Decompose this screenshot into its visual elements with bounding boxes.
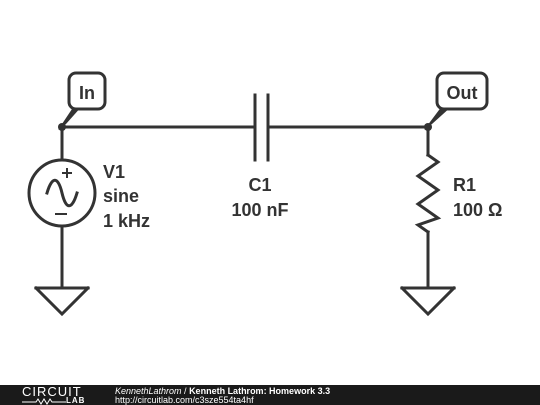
ground-left-icon: [33, 285, 91, 317]
footer-url[interactable]: http://circuitlab.com/c3sze554ta4hf: [115, 395, 254, 405]
logo-text-bottom: LAB: [66, 396, 86, 405]
r1-name-label: R1: [453, 175, 476, 195]
logo-resistor-icon: [22, 398, 66, 405]
node-label-in: In: [79, 83, 95, 103]
node-flag-out: Out: [424, 71, 489, 131]
footer-title[interactable]: Kenneth Lathrom: Homework 3.3: [189, 386, 331, 396]
ground-right-icon: [399, 285, 457, 317]
footer-credit: KennethLathrom / Kenneth Lathrom: Homewo…: [115, 386, 330, 396]
c1-value-label: 100 nF: [231, 200, 288, 220]
footer-separator: /: [181, 386, 190, 396]
node-flag-in: In: [58, 71, 107, 131]
v1-value-label: 1 kHz: [103, 211, 150, 231]
logo-text-top: CIRCUIT: [22, 384, 82, 399]
c1-name-label: C1: [248, 175, 271, 195]
footer-user[interactable]: KennethLathrom: [115, 386, 182, 396]
circuitlab-logo[interactable]: CIRCUIT LAB: [22, 385, 102, 405]
v1-name-label: V1: [103, 162, 125, 182]
node-label-out: Out: [447, 83, 478, 103]
r1-value-label: 100 Ω: [453, 200, 502, 220]
v1-sine-source-icon: [27, 158, 97, 228]
schematic: In Out V1 sine 1 kHz C1 100 nF R1 100 Ω: [27, 71, 502, 317]
r1-resistor-icon: [414, 152, 442, 235]
footer-bar: CIRCUIT LAB KennethLathrom / Kenneth Lat…: [0, 385, 540, 405]
v1-type-label: sine: [103, 186, 139, 206]
